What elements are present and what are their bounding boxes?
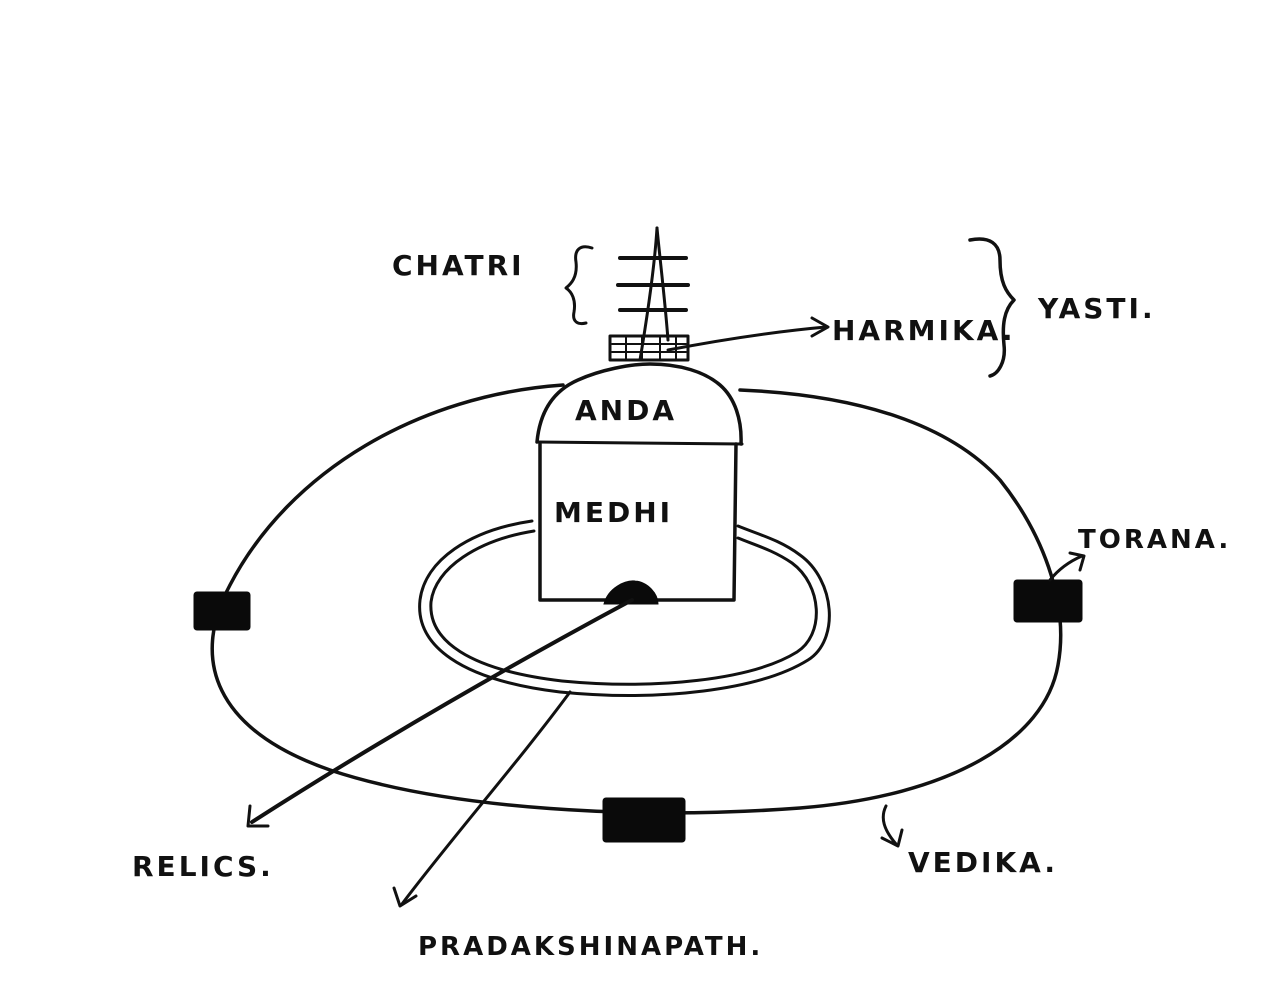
- torana-gate-front: [602, 797, 686, 843]
- torana-gate-left: [193, 591, 251, 631]
- medhi-label: MEDHI: [554, 496, 673, 529]
- relics-arrowhead: [246, 804, 270, 828]
- pradakshinapath-label: PRADAKSHINAPATH.: [418, 932, 763, 962]
- harmika-box: [608, 334, 690, 362]
- relic-chamber: [603, 580, 659, 605]
- vedika-label: VEDIKA.: [908, 846, 1058, 879]
- torana-label: TORANA.: [1078, 525, 1231, 555]
- vedika-arrow: [881, 804, 898, 846]
- pradakshinapath-outer: [418, 519, 831, 697]
- torana-gate-right: [1013, 579, 1083, 623]
- pradakshinapath-arrow: [400, 690, 572, 906]
- torana-arrow: [1048, 554, 1084, 582]
- anda-label: ANDA: [575, 394, 677, 427]
- anda-dome: [535, 362, 743, 446]
- torana-arrowhead: [1068, 551, 1086, 572]
- relics-label: RELICS.: [132, 850, 274, 883]
- harmika-label: HARMIKA.: [832, 314, 1015, 347]
- yasti-mast: [655, 226, 670, 342]
- vedika-outline: [210, 383, 1063, 815]
- vedika-arrowhead: [880, 828, 904, 848]
- yasti-label: YASTI.: [1037, 292, 1156, 325]
- yasti-brace: [968, 237, 1016, 378]
- pradakshinapath-inner: [429, 529, 818, 686]
- harmika-arrowhead: [810, 316, 830, 338]
- chatri-label: CHATRI: [392, 249, 525, 282]
- pradakshinapath-arrowhead: [392, 886, 418, 908]
- harmika-arrow: [666, 325, 828, 352]
- anda-base-line: [535, 440, 744, 446]
- yasti-mast: [638, 226, 659, 362]
- chatri-brace: [564, 245, 594, 326]
- relics-arrow: [250, 598, 634, 824]
